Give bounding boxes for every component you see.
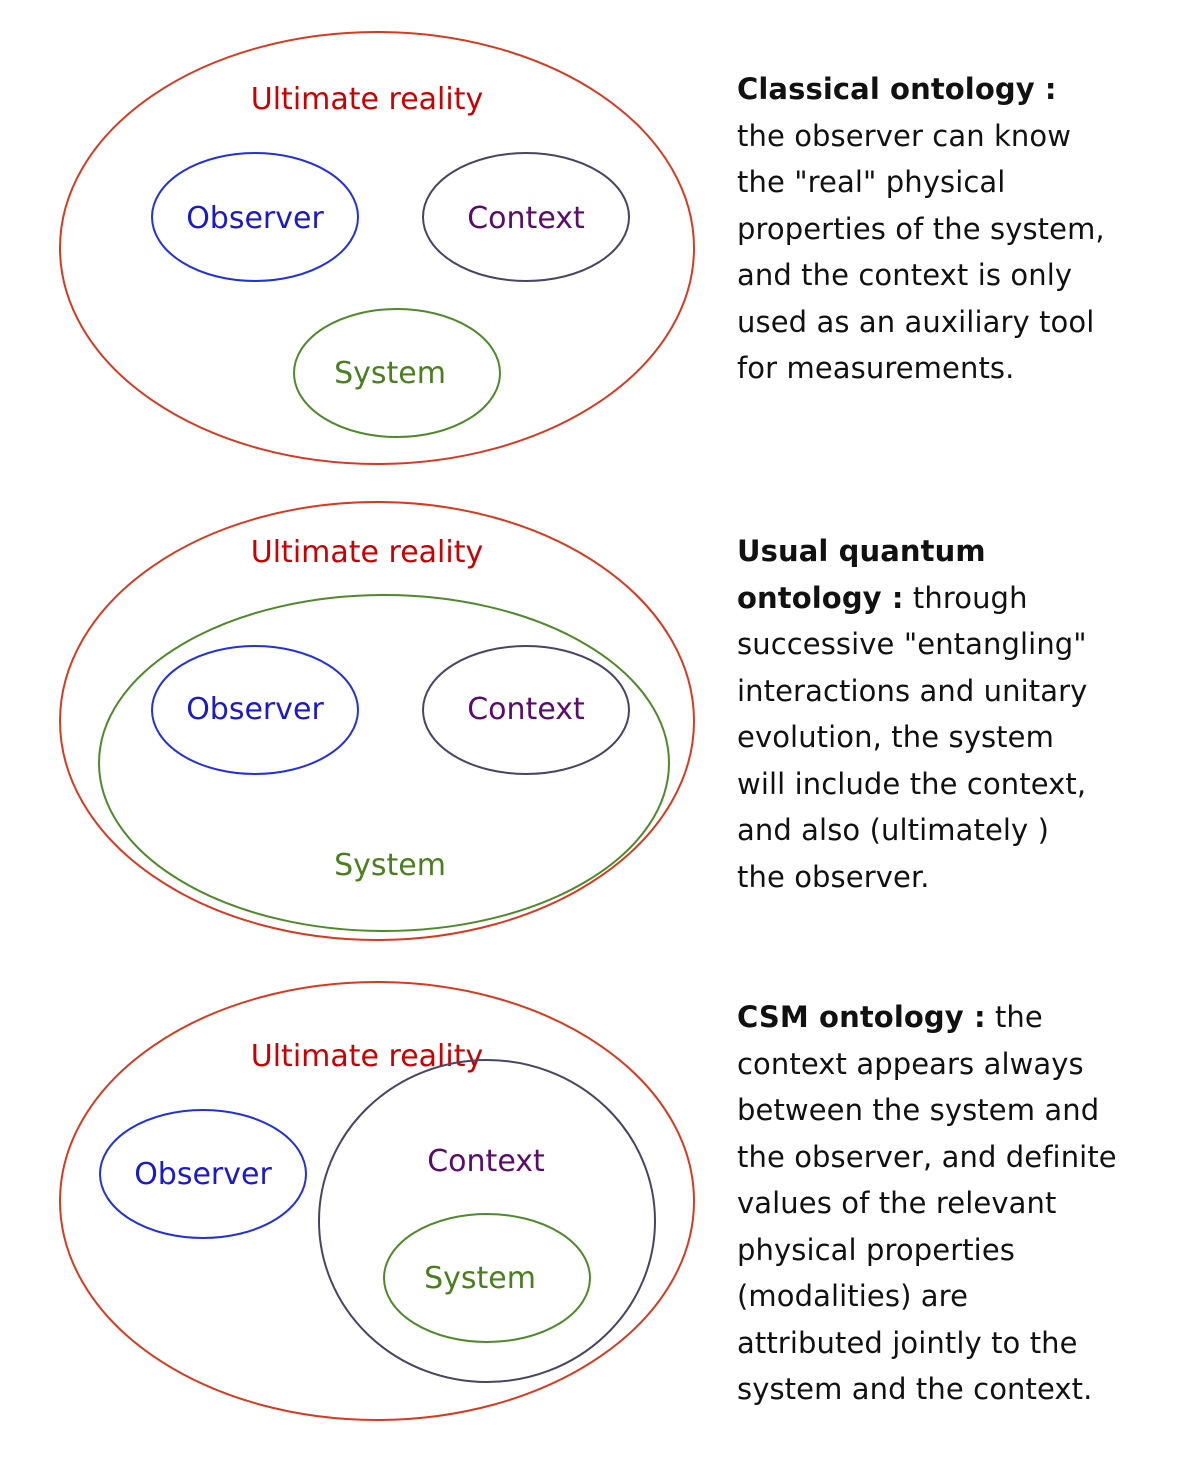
ultimate-reality-ellipse [59,31,695,465]
observer-ellipse [151,152,359,282]
classical-ontology-description: Classical ontology : the observer can kn… [737,66,1182,392]
observer-label: Observer [134,1157,272,1192]
quantum-ontology-description: Usual quantum ontology : through success… [737,528,1182,900]
description-body: the observer can know the "real" physica… [737,118,1105,386]
context-ellipse [422,645,630,775]
system-label: System [424,1261,536,1296]
description-body: through successive "entangling" interact… [737,580,1088,894]
quantum-ontology-panel: Ultimate reality System Observer Context… [0,480,1200,960]
system-ellipse [293,308,501,438]
system-label: System [334,848,446,883]
description-heading: CSM ontology : [737,1000,986,1034]
description-heading: Classical ontology : [737,72,1057,106]
observer-ellipse [99,1109,307,1239]
csm-ontology-panel: Ultimate reality Observer Context System… [0,960,1200,1460]
system-ellipse [98,594,670,932]
description-heading: Usual quantum ontology : [737,534,986,615]
system-label: System [334,356,446,391]
ultimate-reality-label: Ultimate reality [251,535,483,570]
ultimate-reality-ellipse [59,981,695,1421]
observer-label: Observer [186,201,324,236]
context-ellipse [318,1059,656,1383]
system-ellipse [383,1213,591,1343]
csm-ontology-diagram: Ultimate reality Observer Context System [59,981,695,1421]
csm-ontology-description: CSM ontology : the context appears alway… [737,994,1182,1413]
context-label: Context [427,1144,545,1179]
quantum-ontology-diagram: Ultimate reality System Observer Context [59,501,695,941]
observer-label: Observer [186,692,324,727]
classical-ontology-panel: Ultimate reality Observer Context System… [0,0,1200,480]
ultimate-reality-label: Ultimate reality [251,82,483,117]
observer-ellipse [151,645,359,775]
context-label: Context [467,201,585,236]
classical-ontology-diagram: Ultimate reality Observer Context System [59,31,695,465]
ultimate-reality-label: Ultimate reality [251,1039,483,1074]
description-body: the context appears always between the s… [737,1000,1117,1406]
ultimate-reality-ellipse [59,501,695,941]
context-label: Context [467,692,585,727]
context-ellipse [422,152,630,282]
